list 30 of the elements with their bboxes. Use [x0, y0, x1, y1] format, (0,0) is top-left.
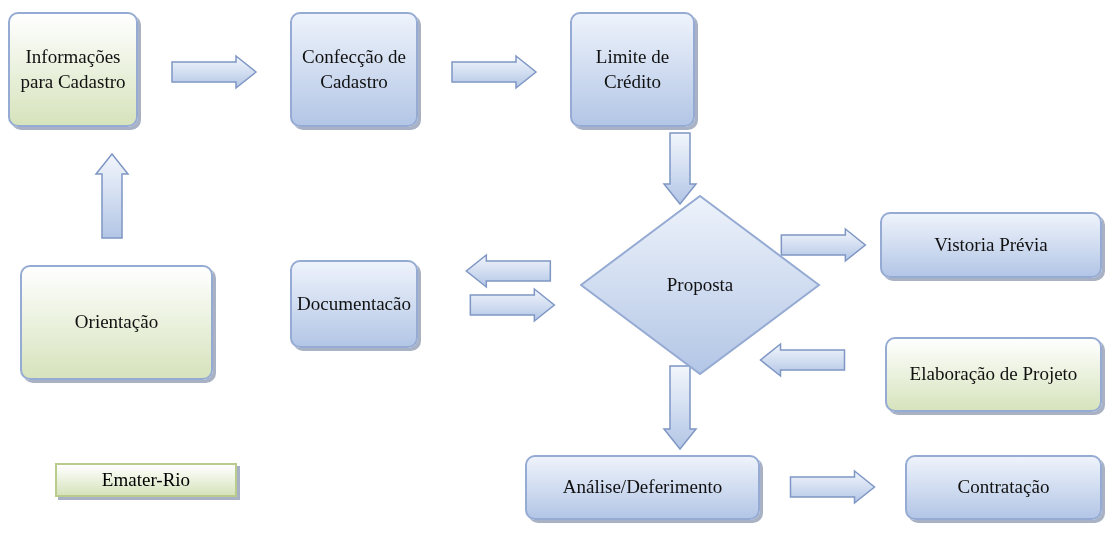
block-arrow: [789, 469, 876, 505]
process-box: [885, 337, 1102, 412]
process-box: [20, 265, 213, 380]
node-label: Proposta: [665, 272, 735, 297]
block-arrow: [662, 365, 698, 451]
process-box: [525, 455, 760, 520]
node-label: Vistoria Prévia: [933, 232, 1049, 257]
node-label: Confecção de Cadastro: [301, 44, 407, 94]
node-label: Contratação: [956, 475, 1051, 500]
process-box: [290, 12, 418, 127]
process-box: [570, 12, 695, 127]
block-arrow: [469, 287, 556, 323]
node-label: Informações para Cadastro: [19, 44, 127, 94]
node-label: Limite de Crédito: [594, 44, 671, 94]
process-box: [905, 455, 1102, 520]
node-label: Análise/Deferimento: [561, 475, 724, 500]
block-arrow: [171, 54, 258, 90]
node-label: Orientação: [73, 310, 160, 335]
node-label: Documentacão: [296, 291, 412, 316]
process-box: [290, 260, 418, 348]
block-arrow: [94, 152, 130, 239]
block-arrow: [780, 227, 867, 263]
process-box: [8, 12, 138, 127]
decision-diamond: [580, 195, 820, 375]
block-arrow: [759, 342, 846, 378]
legend-label: Emater-Rio: [101, 469, 191, 491]
block-arrow: [465, 253, 552, 289]
process-box: [880, 212, 1102, 278]
block-arrow: [451, 54, 538, 90]
node-label: Elaboração de Projeto: [908, 362, 1079, 387]
